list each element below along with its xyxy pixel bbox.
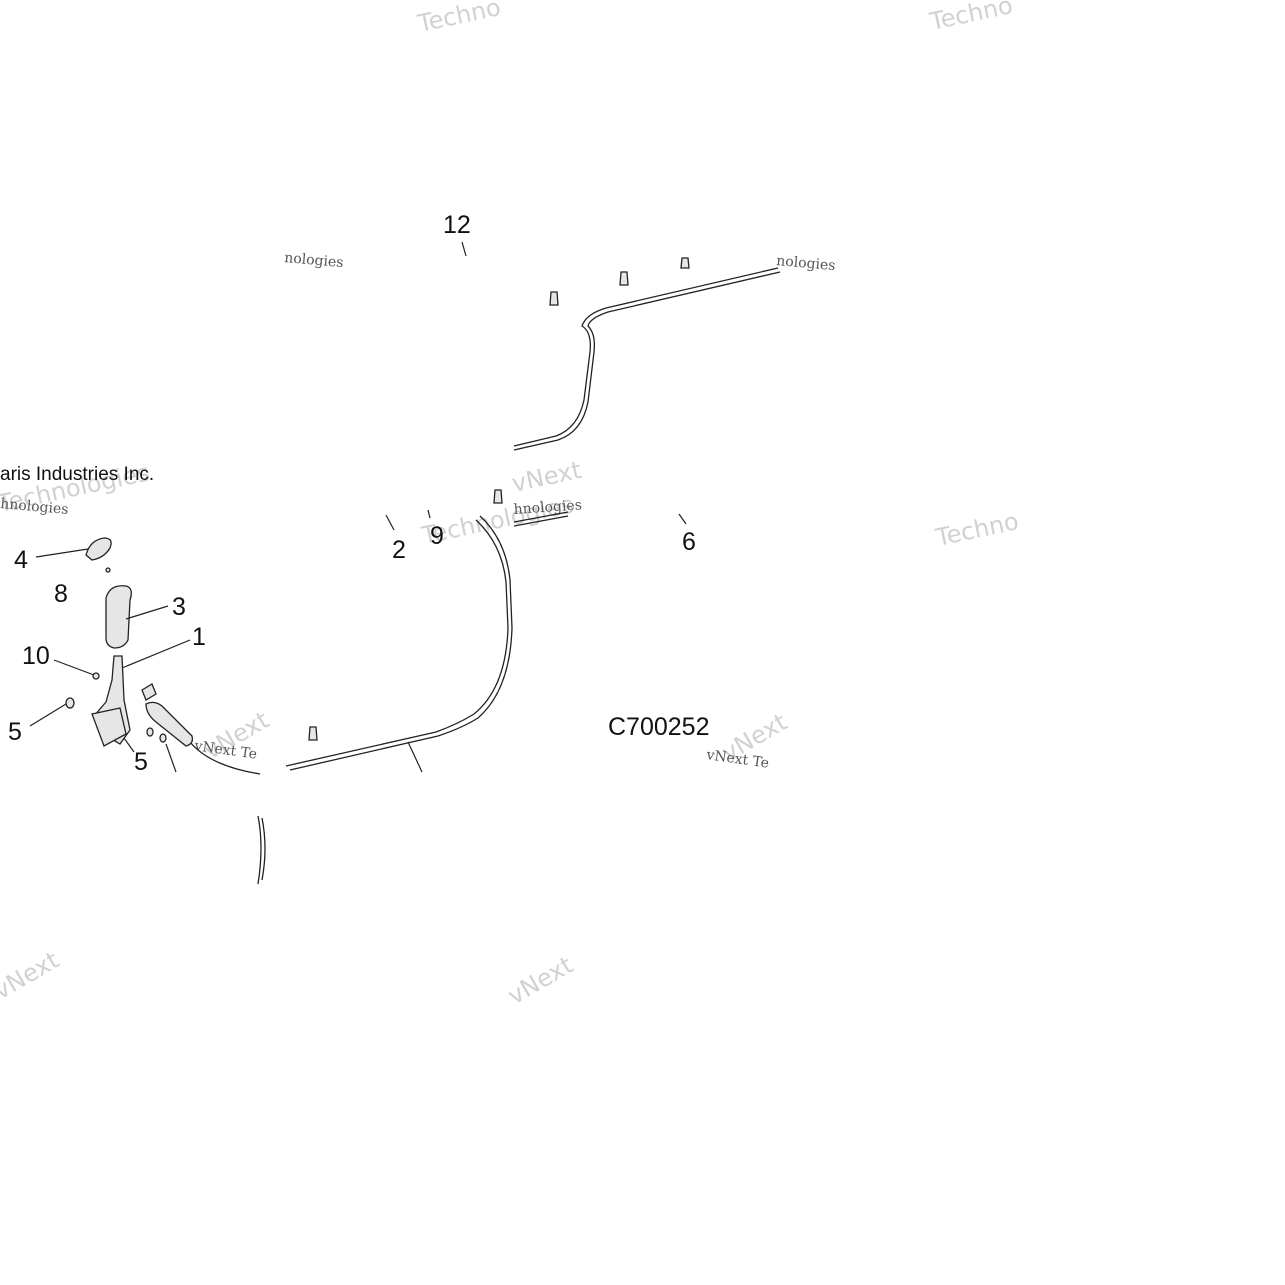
callout-1: 1	[192, 623, 206, 651]
upper-brake-line	[513, 267, 779, 447]
watermark-layer: Techno Techno Techno vNext Technologies …	[0, 0, 1021, 1010]
copyright-text: aris Industries Inc.	[0, 464, 154, 485]
watermark-techno: Techno	[414, 0, 503, 38]
callout-6: 6	[682, 528, 696, 556]
grip-cover-icon	[105, 585, 132, 649]
watermark-vnext: vNext	[503, 951, 578, 1010]
pin-icon	[105, 567, 111, 573]
watermark-vnext: vNext	[509, 456, 583, 498]
callout-2: 2	[392, 536, 406, 564]
leader-10	[53, 659, 95, 676]
clip-icon	[493, 489, 503, 504]
callout-5-right: 5	[134, 748, 148, 776]
watermark-hnologies: hnologies	[0, 496, 69, 518]
leader-9	[427, 509, 431, 519]
lower-brake-line	[289, 515, 513, 771]
leader-4	[35, 548, 89, 558]
bushing-icon	[159, 733, 167, 743]
watermark-vnext: vNext	[0, 946, 64, 1005]
brake-line-assembly	[189, 267, 781, 885]
leader-lines	[29, 241, 687, 773]
callouts: 12 2 9 6 4 8 3 1 10 5 5	[8, 211, 696, 776]
callout-4: 4	[14, 546, 28, 574]
loop-line	[257, 815, 262, 885]
pedal-pad-icon	[85, 537, 112, 561]
bushing-icon	[146, 727, 154, 737]
upper-brake-line-outline	[513, 271, 781, 451]
master-cylinder-icon	[145, 701, 194, 747]
pedal-assembly	[65, 537, 194, 747]
callout-10: 10	[22, 642, 50, 670]
line-clips	[308, 257, 690, 741]
callout-8: 8	[54, 580, 68, 608]
leader-6	[678, 513, 687, 525]
clip-icon	[619, 271, 629, 286]
pedal-bracket-icon	[91, 707, 127, 747]
leader-3	[125, 605, 169, 620]
leader-1	[121, 639, 191, 669]
leader-5-left	[29, 703, 67, 727]
pushrod-icon	[141, 683, 157, 701]
watermark-techno: Techno	[926, 0, 1015, 36]
cylinder-outlet-line	[189, 741, 261, 775]
watermark-nologies: nologies	[776, 253, 836, 274]
watermark-nologies: nologies	[284, 250, 344, 271]
leader-5-right	[123, 737, 135, 753]
leader-cylinder	[165, 743, 177, 773]
clip-icon	[549, 291, 559, 306]
short-brake-line-outline	[513, 515, 569, 527]
leader-line	[407, 741, 423, 773]
callout-9: 9	[430, 522, 444, 550]
lower-brake-line-outline	[285, 519, 509, 767]
callout-3: 3	[172, 593, 186, 621]
watermark-techno: Techno	[932, 507, 1021, 552]
loop-line-outline	[261, 817, 266, 881]
clip-icon	[308, 726, 318, 741]
washer-icon	[92, 672, 100, 680]
bushing-icon	[65, 697, 75, 709]
watermark-vnext-te: vNext Te	[704, 747, 770, 772]
leader-2	[385, 514, 395, 531]
figure-code: C700252	[608, 713, 709, 741]
callout-12: 12	[443, 211, 471, 239]
clip-icon	[680, 257, 690, 269]
leader-12	[461, 241, 467, 257]
callout-5-left: 5	[8, 718, 22, 746]
short-brake-line	[513, 511, 569, 523]
